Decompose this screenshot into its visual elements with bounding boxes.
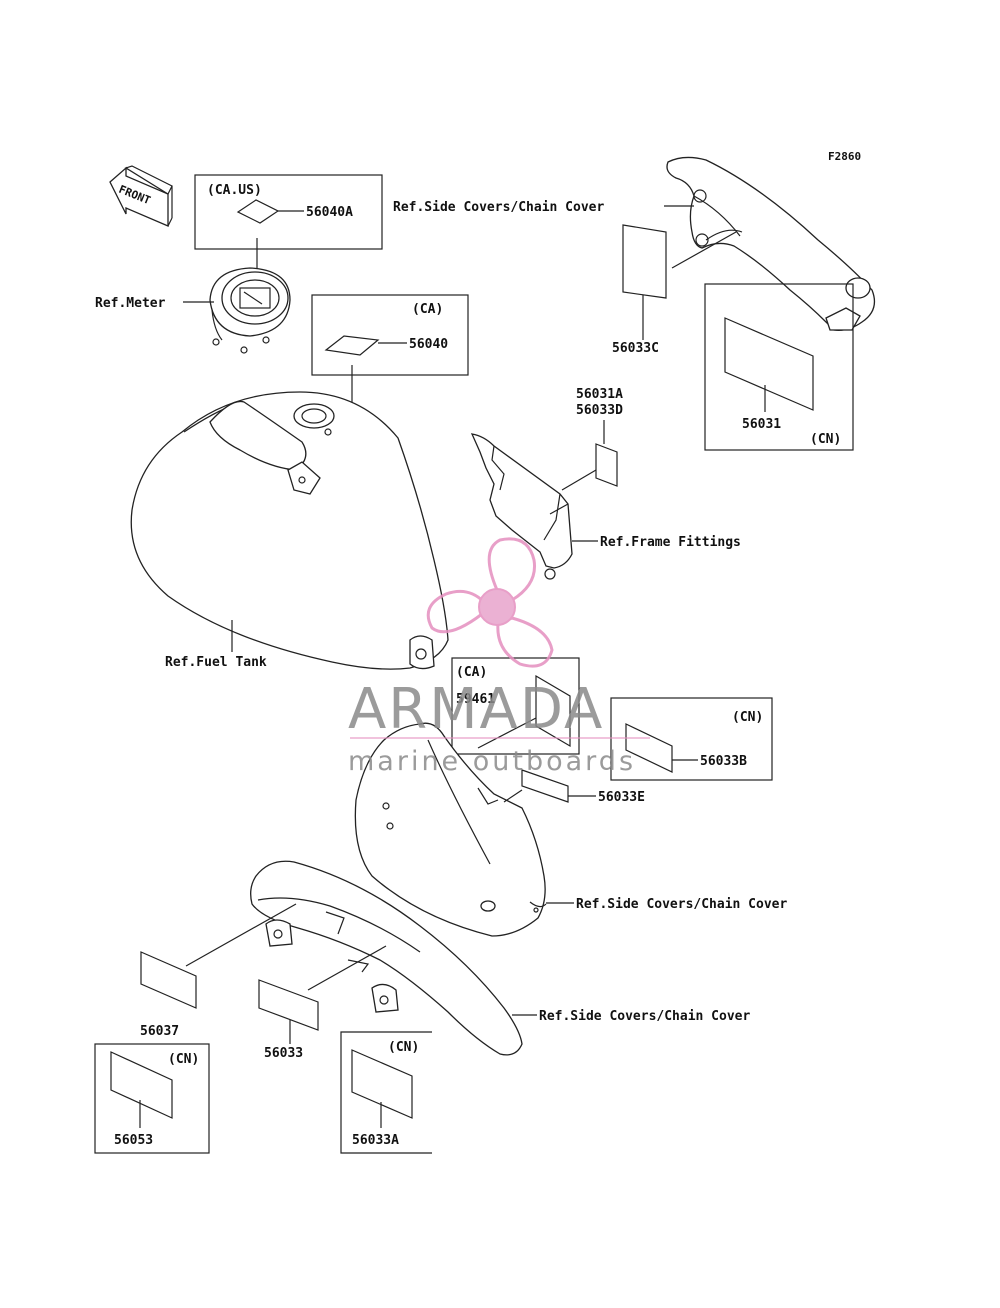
decal-56040A <box>236 199 280 224</box>
part-56033C: 56033C <box>612 341 659 356</box>
region-cn-4: (CN) <box>388 1040 419 1055</box>
chain-cover-top <box>666 156 876 331</box>
ref-frame-fittings: Ref.Frame Fittings <box>600 535 741 550</box>
region-cn-1: (CN) <box>810 432 841 447</box>
part-56040: 56040 <box>409 337 448 352</box>
part-56040A: 56040A <box>306 205 353 220</box>
part-56033B: 56033B <box>700 754 747 769</box>
decal-56033C <box>622 224 667 299</box>
decal-56033B <box>625 723 673 773</box>
region-cn-2: (CN) <box>732 710 763 725</box>
fuel-tank <box>130 391 449 670</box>
box-ca-59461 <box>451 657 580 755</box>
part-56031: 56031 <box>742 417 781 432</box>
ref-fuel-tank: Ref.Fuel Tank <box>165 655 267 670</box>
decal-56040 <box>324 335 380 356</box>
region-ca-2: (CA) <box>456 665 487 680</box>
watermark: ARMADA marine outboards <box>348 537 650 777</box>
region-ca-us: (CA.US) <box>207 183 262 198</box>
front-arrow-icon: FRONT <box>109 165 173 227</box>
region-ca-1: (CA) <box>412 302 443 317</box>
box-cn-56033B <box>610 697 773 781</box>
watermark-tagline: marine outboards <box>348 746 636 777</box>
part-56033: 56033 <box>264 1046 303 1061</box>
ref-meter: Ref.Meter <box>95 296 166 311</box>
ref-side-covers-mid: Ref.Side Covers/Chain Cover <box>576 897 787 912</box>
part-56033D: 56033D <box>576 403 623 418</box>
part-56053: 56053 <box>114 1133 153 1148</box>
box-ca-us <box>194 174 383 250</box>
box-cn-56033A <box>340 1031 432 1154</box>
watermark-brand: ARMADA <box>348 677 604 742</box>
side-cover-middle <box>354 722 547 937</box>
decal-56031 <box>724 317 814 411</box>
frame-fitting-bracket <box>470 433 573 580</box>
decal-59461 <box>535 674 571 748</box>
part-59461: 59461 <box>456 692 495 707</box>
propeller-logo-icon <box>426 537 554 668</box>
decal-56033A <box>351 1049 413 1119</box>
decal-56033 <box>258 979 319 1031</box>
meter-assembly <box>209 267 291 354</box>
part-56033A: 56033A <box>352 1133 399 1148</box>
box-cn-56031 <box>704 283 854 451</box>
chain-cover-bottom <box>250 860 523 1056</box>
figure-code: F2860 <box>828 150 861 163</box>
part-56037: 56037 <box>140 1024 179 1039</box>
decal-56053 <box>110 1051 173 1119</box>
decal-56037 <box>140 951 197 1009</box>
region-cn-3: (CN) <box>168 1052 199 1067</box>
box-ca-56040 <box>311 294 469 376</box>
part-56031A: 56031A <box>576 387 623 402</box>
decal-56031A <box>595 443 618 487</box>
part-56033E: 56033E <box>598 790 645 805</box>
box-cn-56053 <box>94 1043 210 1154</box>
ref-side-covers-top: Ref.Side Covers/Chain Cover <box>393 200 604 215</box>
ref-side-covers-bottom: Ref.Side Covers/Chain Cover <box>539 1009 750 1024</box>
decal-56033E <box>521 769 569 803</box>
